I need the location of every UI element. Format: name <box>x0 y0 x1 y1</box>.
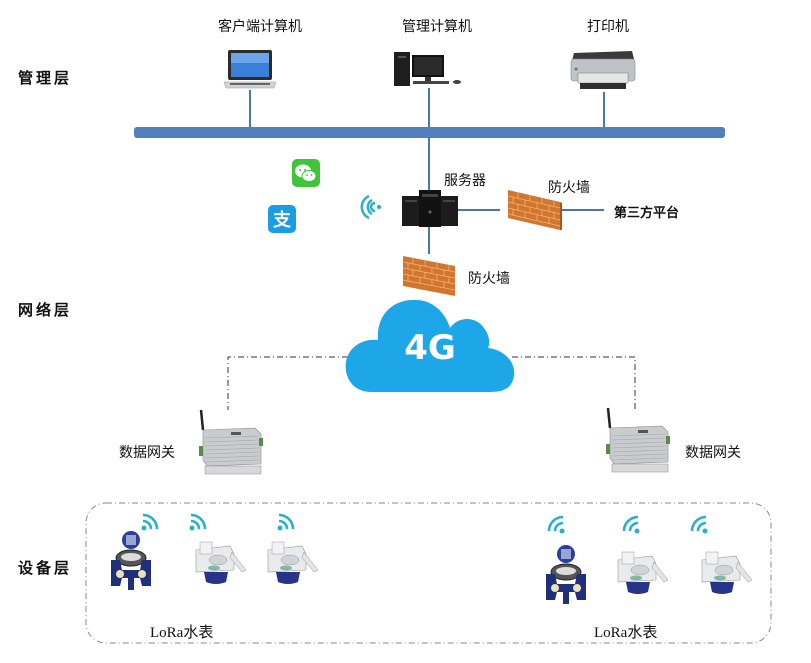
wireless-signal-icon <box>355 192 381 222</box>
firewall-icon-right <box>506 188 562 230</box>
meter-group-label-right: LoRa水表 <box>594 625 658 641</box>
server-label: 服务器 <box>444 173 486 189</box>
gateway-label-left: 数据网关 <box>119 445 175 461</box>
printer-label: 打印机 <box>587 19 629 35</box>
alipay-icon: 支 <box>268 205 296 233</box>
wechat-icon <box>292 159 320 187</box>
cloud-gateway-right-link <box>512 356 636 410</box>
gateway-label-right: 数据网关 <box>685 445 741 461</box>
svg-text:支: 支 <box>272 209 292 231</box>
printer-icon <box>568 47 638 92</box>
firewall-icon-bottom <box>401 254 457 296</box>
network-bus <box>134 127 725 138</box>
firewall-label-right: 防火墙 <box>548 180 590 196</box>
cloud-icon: 4G <box>344 292 516 394</box>
layer-label-management: 管理层 <box>18 69 73 87</box>
desktop-computer-icon <box>393 50 465 88</box>
layer-label-network: 网络层 <box>18 301 73 319</box>
layer-label-device: 设备层 <box>18 559 73 577</box>
laptop-label: 客户端计算机 <box>218 19 302 35</box>
cloud-label: 4G <box>404 328 456 368</box>
gateway-icon-left <box>195 408 267 478</box>
third-party-platform-label: 第三方平台 <box>614 206 680 221</box>
server-icon <box>400 188 460 228</box>
desktop-label: 管理计算机 <box>402 19 472 35</box>
cloud-gateway-left-link <box>227 356 348 410</box>
gateway-icon-right <box>602 406 674 476</box>
meter-group-label-left: LoRa水表 <box>150 625 214 641</box>
laptop-icon <box>222 48 278 92</box>
firewall-label-bottom: 防火墙 <box>468 271 510 287</box>
